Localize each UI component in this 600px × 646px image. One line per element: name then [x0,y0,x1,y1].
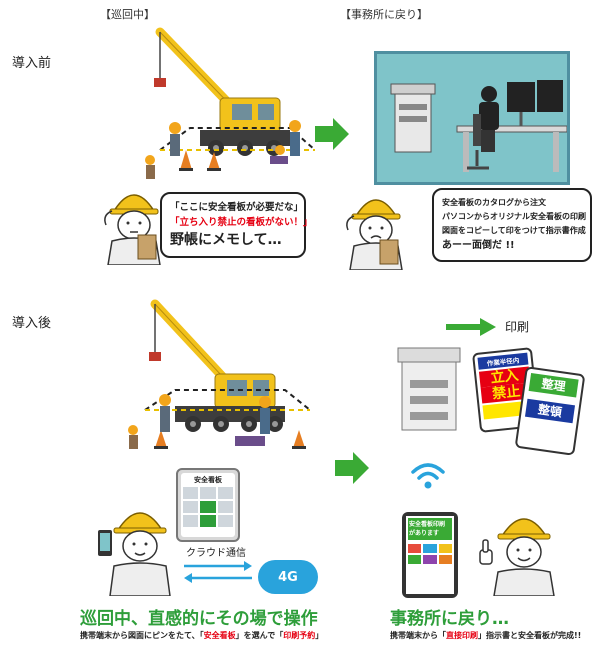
bubble-line-copy-drawing: 図面をコピーして印をつけて指示書作成 [442,226,586,235]
sign-grid [183,487,233,527]
crane-illustration-after [128,299,311,449]
app-tile[interactable] [423,555,437,564]
tablet-notice-line-2: があります [409,530,440,537]
wifi-icon [411,463,445,489]
bubble-line-no-entry-missing: 「立ち入り禁止の看板がない！」 [170,217,313,228]
cloud-icon: 4G [258,560,318,594]
sign-cell[interactable] [217,515,233,527]
section-after-label: 導入後 [12,316,52,331]
sign-cell[interactable] [183,515,199,527]
section-before-label: 導入前 [12,56,52,71]
sign-cell[interactable] [183,501,199,513]
speech-bubble-office-before: 安全看板のカタログから注文 パソコンからオリジナル安全看板の印刷 図面をコピーし… [432,188,592,262]
app-tile[interactable] [438,544,452,553]
worker-thinking-before [104,194,161,265]
caption-patrol-after: 巡回中、直感的にその場で操作 [80,609,318,629]
bubble-line-memo: 野帳にメモして… [170,232,282,248]
worker-thinking-office [346,199,403,270]
network-4g-label: 4G [278,569,298,585]
app-tile[interactable] [423,544,437,553]
bubble-line-sign-needed: 「ここに安全看板が必要だな」 [170,202,304,213]
sign-cell[interactable] [217,501,233,513]
bubble-line-catalog-order: 安全看板のカタログから注文 [442,198,546,207]
office-scene-frame [374,51,570,185]
tablet-title: 安全看板 [194,476,222,484]
worker-with-phone [98,512,171,596]
office-illustration [390,80,568,172]
printer-illustration [397,347,461,431]
tablet-notice-line-1: 安全看板印刷 [409,521,446,528]
print-label: 印刷 [505,320,530,334]
sign-cell-selected[interactable] [200,515,216,527]
bubble-line-pc-print: パソコンからオリジナル安全看板の印刷 [442,212,586,221]
app-tile[interactable] [438,555,452,564]
worker-thumbs-up [479,518,555,596]
arrow-right-icon [335,452,369,484]
speech-bubble-patrol-before: 「ここに安全看板が必要だな」 「立ち入り禁止の看板がない！」 野帳にメモして… [160,192,313,258]
sign-cell[interactable] [183,487,199,499]
header-patrol: 【巡回中】 [100,8,155,21]
subcaption-patrol-after: 携帯端末から図面にピンをたて、「安全看板」を選んで「印刷予約」 [80,631,324,640]
printed-sign-tidy: 整理 整頓 [514,366,586,456]
print-arrow-icon [446,318,496,336]
cloud-communication-label: クラウド通信 [186,548,246,559]
header-office: 【事務所に戻り】 [340,8,428,21]
arrow-right-icon [315,118,349,150]
tablet-print-notice: 安全看板印刷 があります [402,512,458,598]
bubble-line-hassle: あーー面倒だ !! [442,240,515,251]
tablet-sign-selector: 安全看板 [176,468,240,542]
sign-cell-selected[interactable] [200,501,216,513]
app-tile[interactable] [408,555,422,564]
caption-office-after: 事務所に戻り… [390,609,509,629]
crane-illustration-before [145,27,316,179]
subcaption-office-after: 携帯端末から「直接印刷」指示書と安全看板が完成!! [390,631,582,640]
sign-cell[interactable] [217,487,233,499]
sign-cell[interactable] [200,487,216,499]
sync-arrows-icon [184,561,252,583]
app-tile[interactable] [408,544,422,553]
